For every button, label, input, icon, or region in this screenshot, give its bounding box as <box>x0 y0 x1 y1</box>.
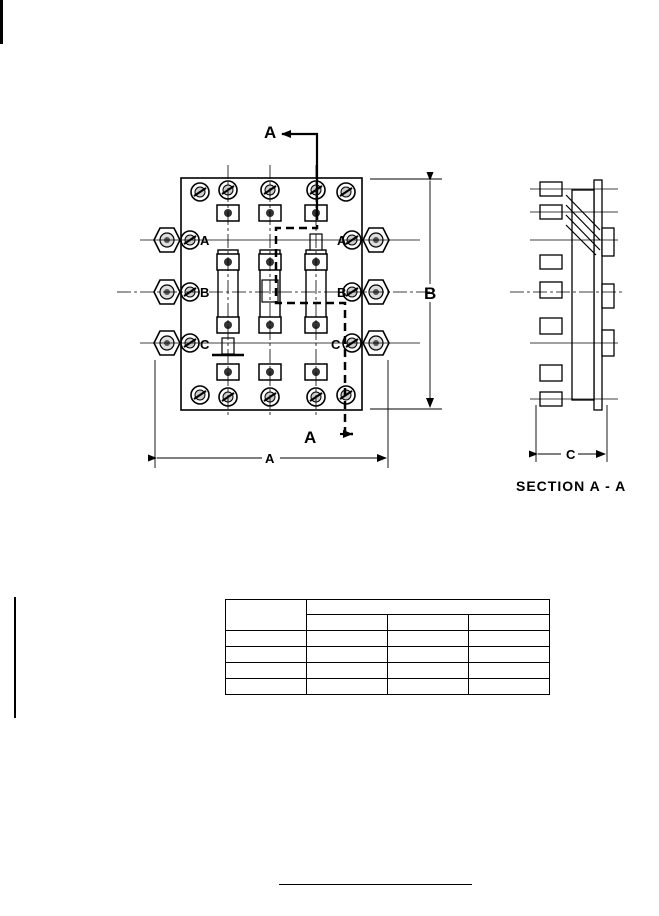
section-view <box>539 179 615 411</box>
dimension-depth <box>529 405 608 462</box>
phase-b-left-label: B <box>200 285 209 300</box>
width-dimension-label: A <box>265 451 275 466</box>
section-arrow-label-top: A <box>264 123 276 142</box>
table-row <box>225 630 550 647</box>
top-left-margin-mark <box>0 0 3 44</box>
table-header-cell <box>225 599 307 631</box>
table-header-row <box>225 599 550 631</box>
phase-c-left-label: C <box>200 337 210 352</box>
height-dimension-label: B <box>424 284 436 303</box>
table-row <box>225 678 550 695</box>
section-arrow-label-bottom: A <box>304 428 316 447</box>
phase-a-right-label: A <box>337 233 347 248</box>
phase-a-left-label: A <box>200 233 210 248</box>
dimension-width <box>148 360 389 468</box>
section-title: SECTION A - A <box>516 478 627 494</box>
section-line <box>281 130 319 212</box>
table-header-cell <box>306 614 388 631</box>
table-header-cell <box>387 614 469 631</box>
table-header-cell <box>306 599 550 615</box>
table-row <box>225 646 550 663</box>
table-header-cell <box>468 614 550 631</box>
dimension-height <box>370 172 442 410</box>
revision-bar <box>14 597 16 718</box>
spec-table <box>225 599 550 695</box>
table-row <box>225 662 550 679</box>
depth-dimension-label: C <box>566 447 576 462</box>
bottom-rule <box>279 884 472 885</box>
phase-c-right-label: C <box>331 337 341 352</box>
phase-b-right-label: B <box>337 285 346 300</box>
